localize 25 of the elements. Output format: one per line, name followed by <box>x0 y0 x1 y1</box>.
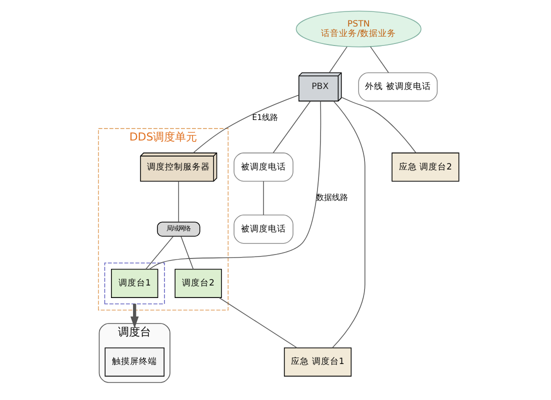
connector <box>332 100 366 348</box>
arrow <box>130 304 139 328</box>
node-box: 调度台2 <box>174 268 222 298</box>
connector <box>218 297 298 348</box>
node-box: 触摸屏终端 <box>104 348 164 377</box>
node-box: 被调度电话 <box>234 214 294 244</box>
node-box: 应急 调度台2 <box>392 152 460 182</box>
connector <box>145 236 174 270</box>
node-box: 外线 被调度电话 <box>358 72 438 102</box>
connector <box>341 96 416 154</box>
connector <box>328 46 348 74</box>
node-ellipse: PSTN 话音业务/数据业务 <box>296 10 422 48</box>
node-box: 被调度电话 <box>234 152 294 182</box>
node-box: 调度台1 <box>111 268 158 298</box>
connector <box>272 100 311 154</box>
connector <box>180 236 194 270</box>
edge-label: E1线路 <box>252 112 278 122</box>
connector <box>370 46 389 74</box>
connector <box>263 180 264 216</box>
connector <box>178 180 179 222</box>
node-box: 应急 调度台1 <box>284 348 352 377</box>
connector <box>192 94 300 154</box>
edge-label: 数据线路 <box>316 193 348 202</box>
connector <box>148 100 322 270</box>
cluster <box>104 262 165 304</box>
